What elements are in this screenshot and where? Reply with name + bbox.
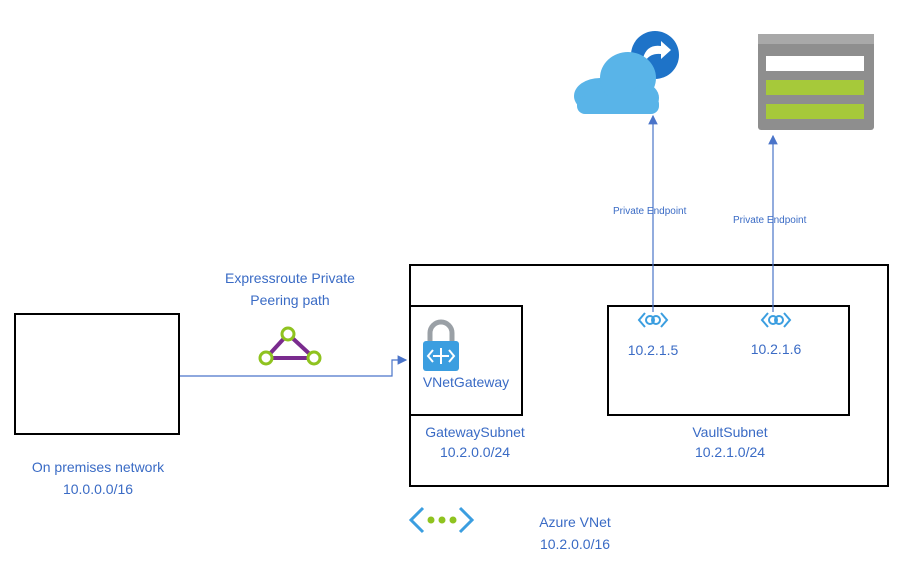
gateway-subnet-name: GatewaySubnet — [425, 424, 525, 440]
endpoint-1-ip: 10.2.1.5 — [627, 342, 679, 358]
gateway-subnet-cidr: 10.2.0.0/24 — [439, 444, 511, 460]
private-endpoint-icon — [760, 312, 792, 328]
vault-subnet-name: VaultSubnet — [692, 424, 768, 440]
on-premises-network-box — [14, 313, 180, 435]
azure-vnet-name: Azure VNet — [539, 514, 611, 530]
cloud-arrow-icon — [574, 31, 679, 114]
on-premises-network-cidr: 10.0.0.0/16 — [62, 481, 134, 497]
expressroute-connection-line — [180, 355, 408, 377]
vault-subnet-cidr: 10.2.1.0/24 — [694, 444, 766, 460]
vnet-gateway-label: VNetGateway — [422, 374, 510, 390]
vnet-gateway-lock-icon — [423, 319, 459, 371]
private-endpoint-icon — [637, 312, 669, 328]
endpoint-1-link-label: Private Endpoint — [613, 206, 687, 217]
on-premises-network-name: On premises network — [31, 459, 165, 475]
azure-vnet-cidr: 10.2.0.0/16 — [539, 536, 611, 552]
endpoint-2-ip: 10.2.1.6 — [750, 341, 802, 357]
expressroute-label-line1: Expressroute Private — [225, 270, 355, 286]
expressroute-label-line2: Peering path — [250, 292, 330, 308]
peering-triangle-icon — [258, 326, 322, 366]
endpoint-2-link-label: Private Endpoint — [733, 215, 807, 226]
azure-vnet-icon — [408, 506, 475, 534]
storage-table-icon — [758, 34, 874, 130]
